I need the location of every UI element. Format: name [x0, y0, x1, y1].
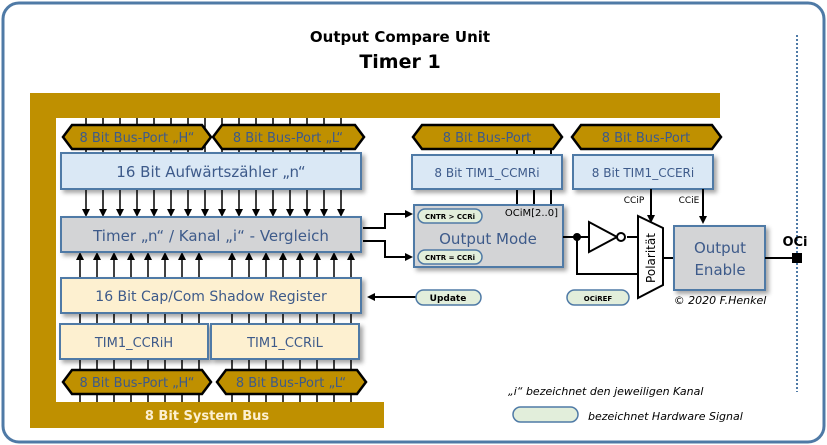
compare-block: Timer „n“ / Kanal „i“ - Vergleich: [60, 216, 362, 253]
ccrih-register: TIM1_CCRiH: [59, 323, 209, 360]
legend-signal-swatch: [512, 406, 579, 423]
ccril-register: TIM1_CCRiL: [210, 323, 360, 360]
svg-text:16 Bit Aufwärtszähler „n“: 16 Bit Aufwärtszähler „n“: [116, 163, 305, 181]
legend-signal-note: bezeichnet Hardware Signal: [588, 410, 743, 423]
svg-text:TIM1_CCRiH: TIM1_CCRiH: [94, 336, 173, 351]
svg-text:8 Bit Bus-Port: 8 Bit Bus-Port: [602, 131, 691, 146]
svg-text:CCiE: CCiE: [679, 196, 700, 206]
svg-text:CCiP: CCiP: [624, 196, 645, 206]
update-signal: Update: [367, 289, 482, 306]
ocref-signal: OCiREF: [566, 289, 630, 306]
polarity-mux: Polarität: [637, 214, 664, 300]
ccip-signal: CCiP: [624, 189, 655, 223]
signal-cntr-eq: CNTR = CCRi: [417, 249, 483, 265]
svg-text:8 Bit Bus-Port: 8 Bit Bus-Port: [443, 131, 532, 146]
bus-port-bottom-h: 8 Bit Bus-Port „H“: [61, 368, 213, 396]
svg-text:Output: Output: [694, 239, 746, 257]
ccie-signal: CCiE: [679, 189, 707, 224]
ccer-register: 8 Bit TIM1_CCERi: [572, 154, 714, 190]
bus-port-ccmr: 8 Bit Bus-Port: [411, 123, 564, 151]
svg-text:8 Bit TIM1_CCERi: 8 Bit TIM1_CCERi: [592, 166, 694, 180]
signal-cntr-gt: CNTR > CCRi: [417, 208, 483, 224]
copyright: © 2020 F.Henkel: [674, 294, 767, 307]
svg-text:Enable: Enable: [694, 261, 745, 279]
svg-text:OCiREF: OCiREF: [584, 295, 613, 303]
svg-text:8 Bit Bus-Port „H“: 8 Bit Bus-Port „H“: [79, 376, 194, 391]
bus-port-top-h: 8 Bit Bus-Port „H“: [61, 123, 213, 151]
bus-port-top-l: 8 Bit Bus-Port „L“: [211, 123, 366, 151]
svg-text:Polarität: Polarität: [644, 233, 658, 283]
svg-text:8 Bit Bus-Port „H“: 8 Bit Bus-Port „H“: [79, 131, 194, 146]
svg-text:16 Bit Cap/Com Shadow Register: 16 Bit Cap/Com Shadow Register: [95, 289, 327, 305]
svg-text:Timer „n“ / Kanal „i“ - Vergle: Timer „n“ / Kanal „i“ - Vergleich: [92, 227, 329, 245]
inverter-gate: [588, 220, 626, 254]
ocim-label: OCiM[2..0]: [505, 208, 558, 219]
bus-port-bottom-l: 8 Bit Bus-Port „L“: [215, 368, 368, 396]
svg-text:8 Bit Bus-Port „L“: 8 Bit Bus-Port „L“: [233, 131, 343, 146]
bus-lines-bottom: [79, 313, 352, 402]
svg-text:8 Bit TIM1_CCMRi: 8 Bit TIM1_CCMRi: [434, 166, 539, 180]
ccmr-register: 8 Bit TIM1_CCMRi: [411, 154, 563, 190]
svg-text:CNTR > CCRi: CNTR > CCRi: [425, 213, 475, 221]
counter-block: 16 Bit Aufwärtszähler „n“: [60, 152, 362, 190]
svg-text:Output Mode: Output Mode: [439, 230, 537, 248]
legend-channel-note: „i“ bezeichnet den jeweiligen Kanal: [508, 385, 703, 398]
shadow-to-compare-arrows: [76, 252, 355, 278]
svg-text:8 Bit Bus-Port „L“: 8 Bit Bus-Port „L“: [236, 376, 346, 391]
bus-port-ccer: 8 Bit Bus-Port: [570, 123, 723, 151]
shadow-register-block: 16 Bit Cap/Com Shadow Register: [60, 277, 362, 314]
svg-text:Update: Update: [430, 294, 467, 304]
output-enable-block: Output Enable: [673, 225, 766, 291]
counter-to-compare-arrows: [82, 189, 345, 217]
oci-output: OCi: [765, 235, 808, 263]
svg-text:CNTR = CCRi: CNTR = CCRi: [425, 254, 475, 262]
system-bus-label: 8 Bit System Bus: [145, 409, 270, 424]
ocref-wires: [563, 233, 674, 275]
diagram-subtitle: Timer 1: [359, 51, 440, 73]
svg-text:TIM1_CCRiL: TIM1_CCRiL: [246, 336, 324, 351]
svg-text:OCi: OCi: [782, 235, 807, 250]
diagram-title: Output Compare Unit: [310, 28, 490, 46]
compare-output-wires: [363, 210, 413, 261]
